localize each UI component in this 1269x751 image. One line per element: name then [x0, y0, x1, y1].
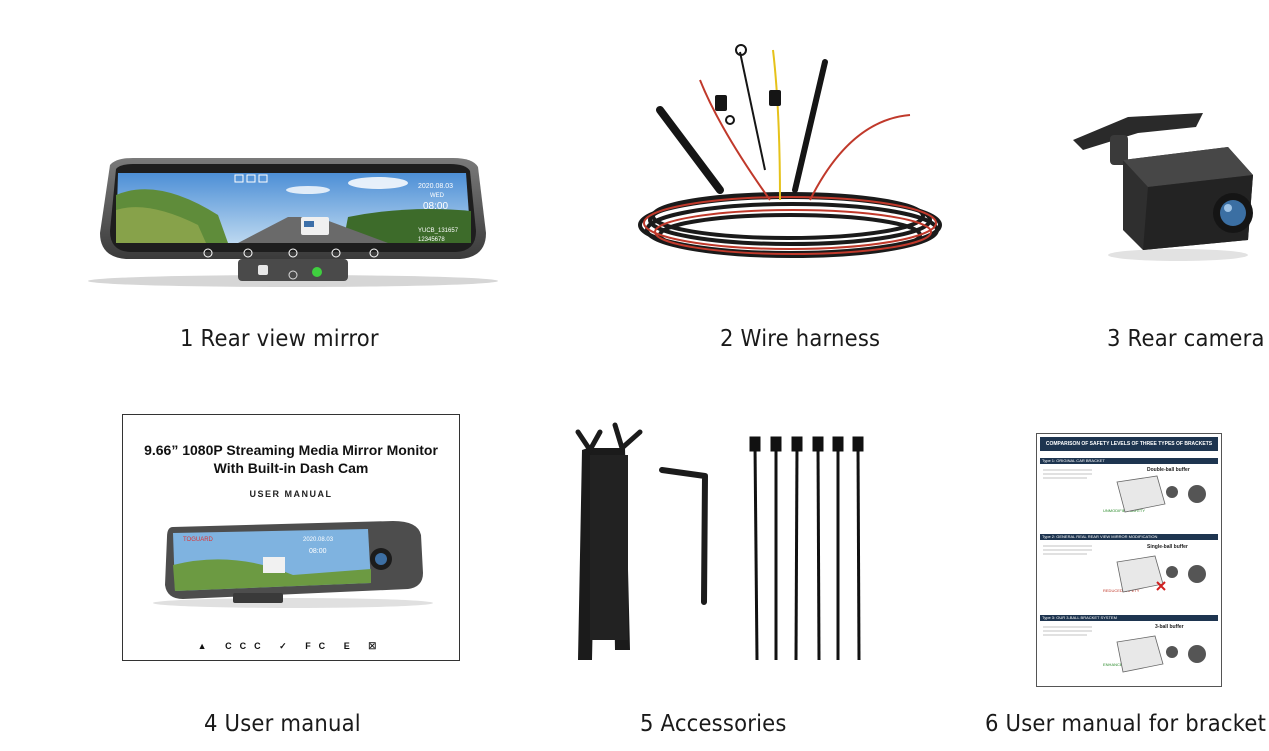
user-manual-cover: 9.66” 1080P Streaming Media Mirror Monit…	[122, 414, 460, 661]
item-label-2: 2 Wire harness	[720, 326, 881, 352]
bracket-section-title: Type 1: ORIGINAL CAR BRACKET	[1042, 458, 1105, 463]
manual-brand: TOGUARD	[183, 537, 214, 543]
cert-mark: E	[343, 641, 358, 651]
accessories-image	[575, 422, 864, 661]
item-rear-view-mirror: 2020.08.03 WED 08:00 YUCB_131657 1234567…	[88, 155, 498, 295]
manual-screen-time: 08:00	[309, 548, 327, 555]
item-label-6: 6 User manual for bracket	[985, 711, 1267, 737]
cert-mark: ▲	[197, 641, 215, 651]
item-rear-camera	[1068, 105, 1258, 265]
bracket-section-note: REDUCED SAFETY	[1103, 588, 1140, 593]
mirror-weekday: WED	[430, 193, 445, 199]
mirror-serial: 12345678	[418, 237, 445, 243]
item-label-5: 5 Accessories	[640, 711, 787, 737]
cert-mark: ☒	[368, 641, 385, 651]
bracket-section-title: Type 2: GENERAL REAL REAR VIEW MIRROR MO…	[1042, 534, 1158, 539]
bracket-manual-header: COMPARISON OF SAFETY LEVELS OF THREE TYP…	[1040, 437, 1218, 451]
bracket-section-buffer: 3-ball buffer	[1155, 624, 1184, 630]
bracket-section-buffer: Double-ball buffer	[1147, 467, 1190, 473]
rear-camera-image	[1073, 113, 1253, 261]
bracket-manual-sheet: COMPARISON OF SAFETY LEVELS OF THREE TYP…	[1036, 433, 1222, 687]
hex-key-part	[659, 467, 708, 605]
manual-title-line2: With Built-in Dash Cam	[213, 460, 369, 476]
manual-screen-date: 2020.08.03	[303, 537, 334, 543]
mirror-plate: YUCB_131657	[418, 228, 459, 234]
wire-harness-image	[638, 44, 942, 258]
item-accessories	[570, 410, 870, 680]
item-label-1: 1 Rear view mirror	[180, 326, 379, 352]
bracket-diagrams	[1043, 469, 1206, 673]
mirror-date: 2020.08.03	[418, 183, 453, 190]
cert-mark: FC	[305, 641, 334, 651]
cert-mark: ✓	[279, 641, 295, 651]
cert-mark: CCC	[225, 641, 269, 651]
item-label-4: 4 User manual	[204, 711, 361, 737]
item-label-3: 3 Rear camera	[1107, 326, 1265, 352]
manual-cert-marks: ▲ CCC ✓ FC E ☒	[123, 641, 459, 652]
item-wire-harness	[630, 40, 950, 270]
bracket-section-buffer: Single-ball buffer	[1147, 544, 1188, 550]
rear-view-mirror-image: 2020.08.03 WED 08:00 YUCB_131657 1234567…	[88, 158, 498, 287]
manual-mirror-image: TOGUARD 2020.08.03 08:00	[153, 521, 433, 608]
manual-title-line1: 9.66” 1080P Streaming Media Mirror Monit…	[144, 442, 438, 458]
manual-subtitle: USER MANUAL	[249, 489, 333, 499]
manual-title: 9.66” 1080P Streaming Media Mirror Monit…	[123, 441, 459, 477]
mirror-time: 08:00	[423, 201, 448, 212]
bracket-section-title: Type 3: OUR 3-BALL BRACKET SYSTEM	[1042, 615, 1117, 620]
bracket-section-note: UNMODIFIED SAFETY	[1103, 508, 1146, 513]
